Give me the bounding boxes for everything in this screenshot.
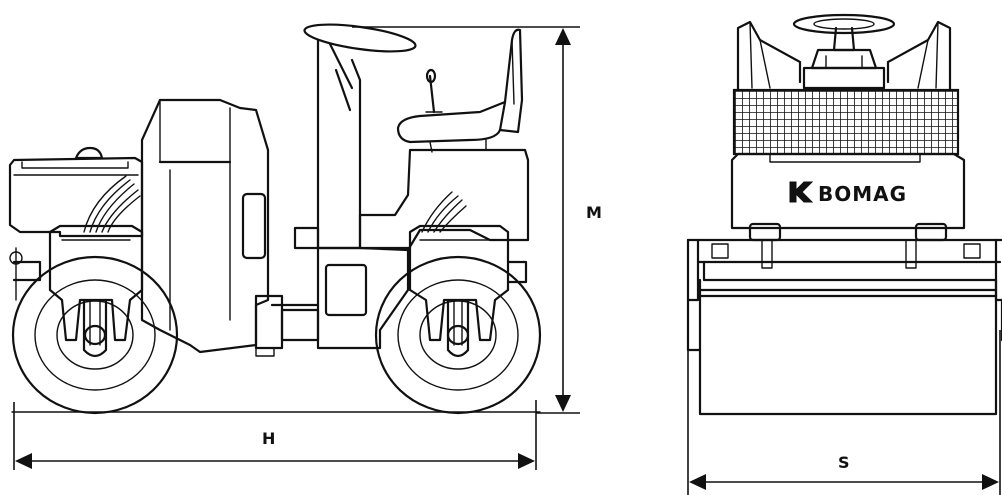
length-label: H (262, 429, 275, 448)
steering-wheel-front (792, 13, 896, 90)
dimension-height: M (352, 26, 602, 414)
width-arrow-right (982, 474, 999, 490)
bomag-logo: BOMAG (789, 181, 907, 206)
height-arrow-top (555, 28, 571, 45)
width-label: S (838, 453, 850, 472)
length-arrow-right (518, 453, 535, 469)
height-arrow-bottom (555, 395, 571, 412)
brand-logo-text: BOMAG (818, 182, 907, 206)
length-arrow-left (15, 453, 32, 469)
dimension-width: S (687, 330, 1001, 495)
rear-drum (9, 224, 179, 415)
side-view (8, 23, 542, 415)
front-drum-face (686, 278, 1002, 416)
front-drum (374, 224, 542, 415)
drum-fender (686, 238, 1002, 302)
center-frame (140, 98, 320, 357)
operator-station (270, 23, 530, 350)
dimension-length: H (13, 400, 537, 470)
width-arrow-left (689, 474, 706, 490)
front-view: BOMAG (686, 13, 1002, 416)
radiator-grille (732, 88, 960, 156)
height-label: M (586, 203, 602, 222)
front-body: BOMAG (730, 152, 966, 242)
rops-frame (736, 20, 952, 92)
engine-hood (8, 146, 144, 238)
